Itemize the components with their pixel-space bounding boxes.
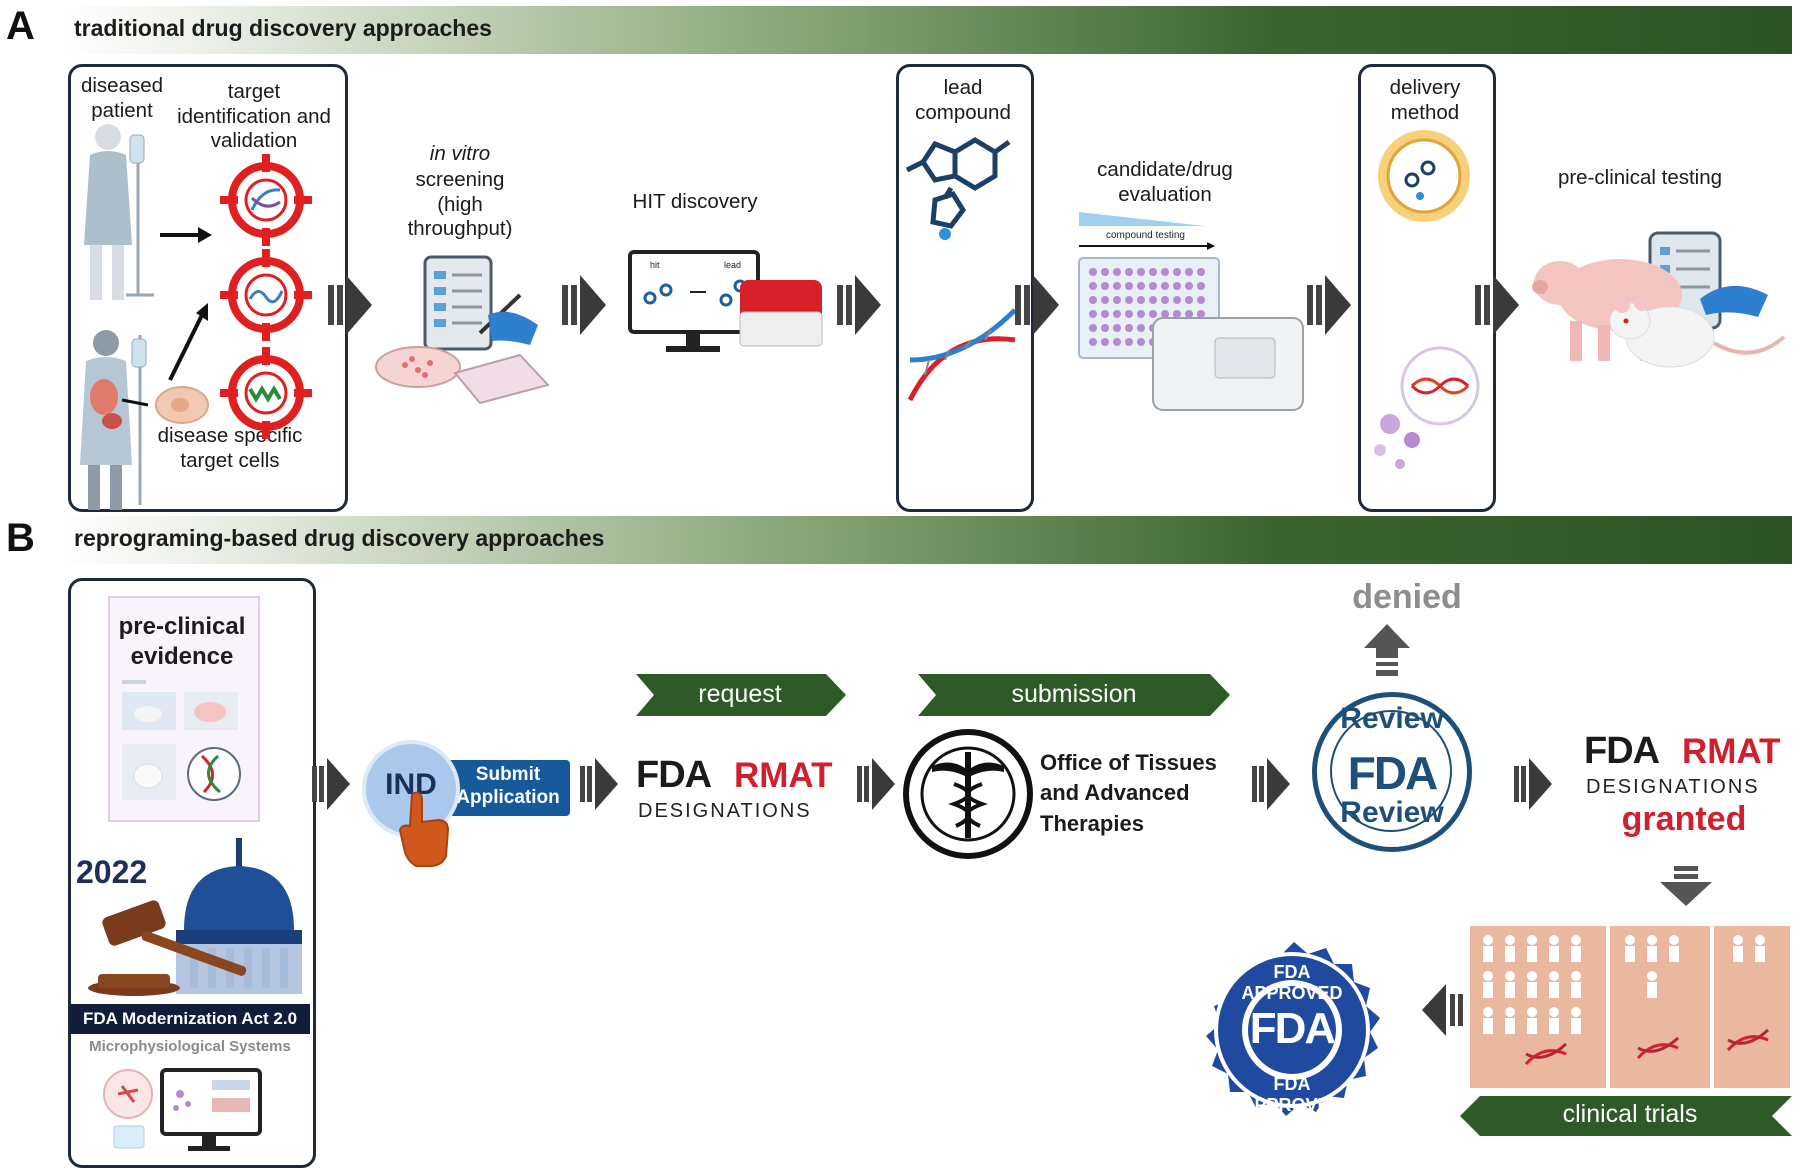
modernization-act-label: FDA Modernization Act 2.0: [70, 1004, 310, 1034]
request-tag-shape: [636, 674, 846, 716]
trial-dna-icons: [1524, 1028, 1770, 1066]
request-label: request: [698, 680, 782, 708]
approved-fda-logo: FDA: [1249, 1004, 1336, 1053]
target-cell-icon: [155, 386, 209, 424]
gavel-icon: [88, 900, 247, 996]
flow-arrow-a3: [837, 275, 881, 335]
label-preclinical-testing: pre-clinical testing: [1557, 166, 1723, 189]
label-candidate-evaluation: candidate/drug evaluation: [1097, 158, 1233, 206]
flow-arrow-a6: [1475, 275, 1519, 335]
office-tissues-label: Office of Tissues and Advanced Therapies: [1040, 750, 1217, 836]
mouse-icon: [1609, 295, 1786, 368]
flow-arrow-a4: [1015, 275, 1059, 335]
participants-phase3-icon: [1733, 935, 1765, 962]
flow-arrow-b6: [1422, 984, 1463, 1036]
label-diseased-patient: diseased patient: [80, 74, 164, 122]
compound-testing-label: compound testing: [1106, 230, 1185, 241]
banner-traditional: traditional drug discovery approaches: [60, 6, 1792, 54]
compound-testing-illustration: [1078, 212, 1304, 411]
up-arrow-denied: [1364, 624, 1410, 676]
designations-label-1: DESIGNATIONS: [638, 800, 812, 822]
review-bottom-label: Review: [1340, 796, 1444, 829]
preclinical-evidence-title: pre-clinical evidence: [118, 613, 246, 670]
label-hit-discovery: HIT discovery: [632, 190, 758, 213]
banner-reprograming: reprograming-based drug discovery approa…: [60, 516, 1792, 564]
preclinical-animals-illustration: [1532, 231, 1786, 368]
participants-phase1-icon: [1483, 935, 1581, 1034]
screen-lead-label: lead: [724, 260, 742, 270]
clinical-trials-illustration: [1470, 926, 1790, 1088]
clinical-trials-tag-shape: [1460, 1096, 1792, 1136]
patients-illustration: [80, 124, 312, 510]
mps-illustration: [103, 1068, 262, 1151]
pointing-hand-icon: [398, 791, 450, 867]
year-2022: 2022: [76, 854, 148, 890]
granted-label: granted: [1621, 800, 1747, 838]
patient-organs-icon: [80, 330, 147, 510]
flow-arrow-b2: [580, 758, 618, 810]
nanoparticle-icon: [1374, 346, 1480, 469]
patient-standing-icon: [84, 124, 154, 300]
review-fda-logo: FDA: [1347, 747, 1439, 799]
review-top-label: Review: [1340, 702, 1444, 735]
rmat-label-1: RMAT: [734, 756, 833, 795]
lead-compound-box: [896, 64, 1034, 512]
capitol-gavel-illustration: [88, 838, 302, 996]
lead-compound-illustration: [905, 137, 1017, 402]
flow-arrow-b5: [1514, 758, 1552, 810]
flow-arrow-a5: [1307, 275, 1351, 335]
hit-discovery-illustration: [628, 250, 823, 352]
caduceus-seal-icon: [903, 729, 1033, 859]
down-arrow-trials: [1660, 866, 1712, 906]
capitol-icon: [176, 838, 302, 994]
designations-label-2: DESIGNATIONS: [1586, 776, 1760, 798]
evidence-thumbnails: [122, 680, 241, 801]
label-screening: screening (high throughput): [407, 168, 513, 241]
molecule-icon: [905, 137, 1011, 229]
liposome-icon: [1378, 130, 1470, 222]
flow-arrow-b4: [1252, 758, 1290, 810]
submit-application-label: Submit Application: [456, 764, 560, 808]
mps-label: Microphysiological Systems: [89, 1038, 291, 1055]
review-seal-inner-ring: [1330, 710, 1452, 832]
rmat-label-2: RMAT: [1682, 732, 1781, 771]
label-in-vitro: in vitro: [429, 142, 491, 165]
flow-arrow-b3: [857, 758, 895, 810]
screen-hit-label: hit: [650, 260, 660, 270]
fda-logo-2: FDA: [1584, 730, 1660, 772]
label-target-identification: target identification and validation: [177, 80, 331, 153]
denied-label: denied: [1352, 578, 1462, 616]
label-delivery-method: delivery method: [1389, 76, 1461, 124]
flow-arrow-b1: [312, 758, 350, 810]
screening-illustration: [375, 255, 550, 405]
dna-helix-icon: [907, 308, 1017, 402]
label-lead-compound: lead compound: [915, 76, 1011, 124]
target-rna-icon: [220, 249, 312, 341]
approved-top-label: FDA APPROVED: [1241, 962, 1343, 1003]
flow-arrow-a2: [562, 275, 606, 335]
approved-bottom-label: FDA APPROVED: [1241, 1074, 1343, 1115]
target-dna-icon: [220, 154, 312, 246]
flow-arrow-a1: [328, 275, 372, 335]
submission-tag-shape: [918, 674, 1230, 716]
panel-letter-b: B: [6, 516, 35, 560]
clinical-trials-label: clinical trials: [1562, 1100, 1698, 1128]
panel-letter-a: A: [6, 4, 35, 48]
delivery-method-illustration: [1374, 130, 1480, 469]
target-protein-icon: [220, 347, 312, 439]
fda-logo-1: FDA: [636, 754, 712, 796]
banner-traditional-text: traditional drug discovery approaches: [74, 15, 492, 41]
banner-reprograming-text: reprograming-based drug discovery approa…: [74, 525, 605, 551]
submission-label: submission: [1011, 680, 1137, 708]
fda-approved-seal-icon: [1206, 942, 1380, 1116]
participants-phase2-icon: [1625, 935, 1679, 998]
